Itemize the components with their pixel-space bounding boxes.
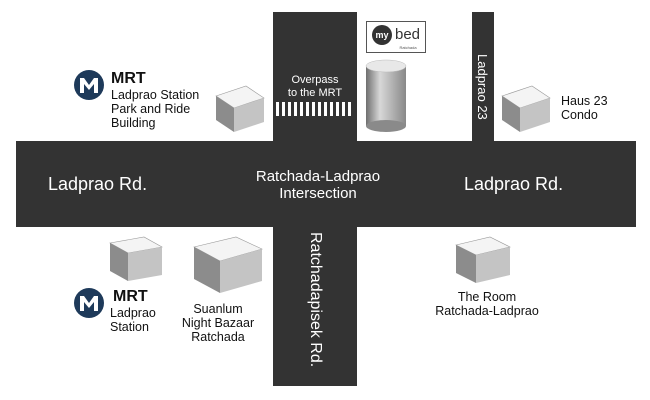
intersection-label: Ratchada-Ladprao Intersection [255,168,381,202]
haus-23-condo-label: Haus 23 Condo [561,94,608,122]
ladprao-station-park-and-ride-label: Ladprao Station Park and Ride Building [111,88,200,130]
mybed-logo-mark: my [371,24,392,45]
overpass-crosswalk [276,102,354,116]
ladprao-23-label: Ladprao 23 [475,54,490,120]
park-and-ride-building-icon [215,85,265,132]
mybed-logo: my bed Ratchada [366,21,426,53]
mrt-icon [74,288,104,318]
suanlum-night-bazaar-label: Suanlum Night Bazaar Ratchada [181,302,255,344]
suanlum-building-icon [193,236,263,293]
haus-23-building-icon [501,85,551,132]
ladprao-23-road [472,12,494,144]
mybed-logo-text: bed [394,26,421,43]
ladprao-road-label-right: Ladprao Rd. [464,174,564,194]
the-room-building-icon [455,236,511,283]
ladprao-road [16,141,636,227]
ratchadapisek-road-label: Ratchadapisek Rd. [307,232,324,368]
the-room-label: The Room Ratchada-Ladprao [435,290,539,318]
ladprao-station-building-icon [109,236,163,281]
ratchadapisek-road-north [273,12,357,144]
mrt-icon [74,70,104,100]
mrt-title: MRT [113,288,148,305]
mybed-logo-sub: Ratchada [399,44,417,50]
mrt-title: MRT [111,70,146,87]
ratchadapisek-road-south [273,224,357,386]
mybed-building [365,59,407,132]
ladprao-road-label-left: Ladprao Rd. [48,174,148,194]
ladprao-station-label: Ladprao Station [110,306,156,334]
overpass-label: Overpass to the MRT [287,74,343,99]
